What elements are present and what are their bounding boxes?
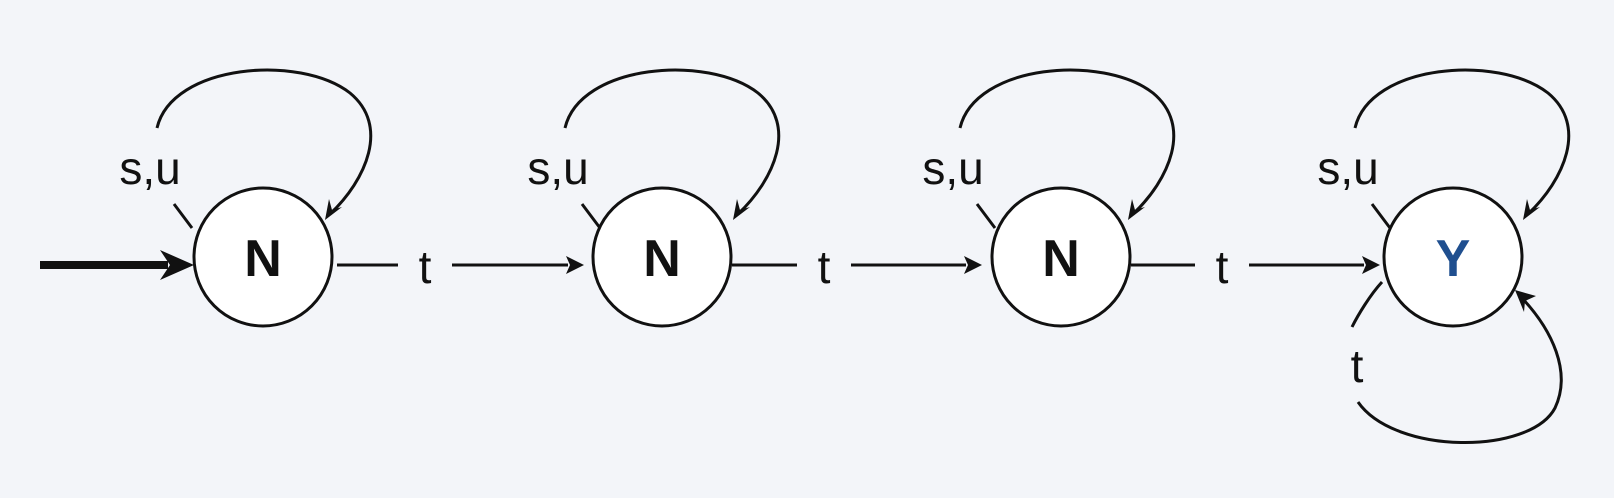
state-label: N (643, 230, 681, 288)
transition-arrowhead (1362, 256, 1380, 274)
self-loop-arrowhead (1128, 199, 1145, 220)
transition-1-2: t (732, 241, 982, 293)
self-loop-state-3: s,u (1317, 68, 1571, 229)
self-loop-arrowhead (1523, 199, 1540, 220)
self-loop-label: s,u (119, 142, 180, 194)
transition-label: t (818, 241, 831, 293)
state-3: Y (1382, 186, 1524, 328)
self-loop-label: s,u (922, 142, 983, 194)
state-circle (591, 186, 733, 328)
self-loop-arrowhead (325, 199, 342, 220)
self-loop-state-0: s,u (119, 68, 373, 229)
self-loop-label: s,u (1317, 142, 1378, 194)
state-circle (1382, 186, 1524, 328)
self-loop-state-1: s,u (527, 68, 781, 229)
transition-label: t (419, 241, 432, 293)
self-loop-label: s,u (527, 142, 588, 194)
self-loop-state-3-bottom: t (1350, 280, 1563, 444)
state-circle (192, 186, 334, 328)
self-loop-tail (975, 203, 997, 229)
state-0: N (192, 186, 334, 328)
state-label: Y (1436, 230, 1471, 288)
self-loop-arc (958, 68, 1176, 216)
state-circle (990, 186, 1132, 328)
self-loop-arrowhead (733, 199, 750, 220)
self-loop-arrowhead (1515, 290, 1536, 312)
transition-arrowhead (566, 256, 584, 274)
self-loop-tail (1350, 280, 1384, 328)
self-loop-tail (580, 203, 602, 229)
self-loop-label: t (1351, 340, 1364, 392)
transition-2-3: t (1131, 241, 1380, 293)
self-loop-arc (563, 68, 781, 216)
self-loop-arc (1353, 68, 1571, 216)
transition-0-1: t (337, 241, 584, 293)
state-label: N (1042, 230, 1080, 288)
transition-arrowhead (964, 256, 982, 274)
start-arrow (40, 250, 194, 280)
start-arrowhead (160, 250, 194, 280)
self-loop-arc (155, 68, 373, 216)
state-label: N (244, 230, 282, 288)
self-loop-arc (1356, 296, 1563, 444)
self-loop-state-2: s,u (922, 68, 1176, 229)
state-2: N (990, 186, 1132, 328)
self-loop-tail (1370, 203, 1392, 229)
transition-label: t (1216, 241, 1229, 293)
state-1: N (591, 186, 733, 328)
self-loop-tail (172, 203, 194, 229)
